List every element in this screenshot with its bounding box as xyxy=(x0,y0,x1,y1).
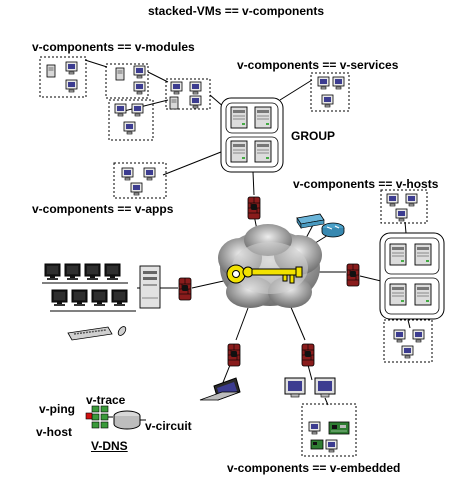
workstation-cluster xyxy=(42,263,136,312)
router-icon xyxy=(321,222,345,238)
firewall-icon xyxy=(178,277,192,301)
v-trace-label: v-trace xyxy=(86,393,126,407)
firewall-icon xyxy=(247,196,261,220)
hosts-cluster xyxy=(379,232,445,320)
hosts-label: v-components == v-hosts xyxy=(293,177,439,191)
diagram-title: stacked-VMs == v-components xyxy=(148,4,325,18)
keyboard-icon xyxy=(67,326,113,341)
connection-lines xyxy=(84,59,411,406)
v-host-label: v-host xyxy=(36,425,72,439)
apps-label: v-components == v-apps xyxy=(32,202,174,216)
v-ping-label: v-ping xyxy=(39,402,75,416)
hosts-bottom-icons xyxy=(393,329,425,359)
services-label: v-components == v-services xyxy=(237,58,399,72)
cloud-icon xyxy=(218,224,322,308)
circuit-board-icon xyxy=(310,421,350,450)
switch-icon xyxy=(296,213,325,229)
monitor-icon xyxy=(284,377,336,398)
database-icon xyxy=(113,410,146,430)
hosts-top-icons xyxy=(386,193,418,222)
firewall-icon xyxy=(301,343,315,367)
dns-legend-graphic xyxy=(85,405,113,429)
modules-label: v-components == v-modules xyxy=(32,40,195,54)
key-icon xyxy=(226,264,303,284)
apps-icons xyxy=(121,167,156,196)
embedded-label: v-components == v-embedded xyxy=(227,461,401,475)
firewall-icon xyxy=(346,263,360,287)
group-label: GROUP xyxy=(291,129,336,143)
group-cluster xyxy=(220,97,284,173)
firewall-icon xyxy=(227,343,241,367)
laptop-icon xyxy=(199,377,241,401)
mouse-icon xyxy=(117,326,127,336)
v-circuit-label: v-circuit xyxy=(145,419,192,433)
services-icons xyxy=(317,76,345,108)
v-dns-label: V-DNS xyxy=(91,439,128,453)
server-icon xyxy=(139,265,161,309)
dashed-group-boxes xyxy=(39,56,433,457)
